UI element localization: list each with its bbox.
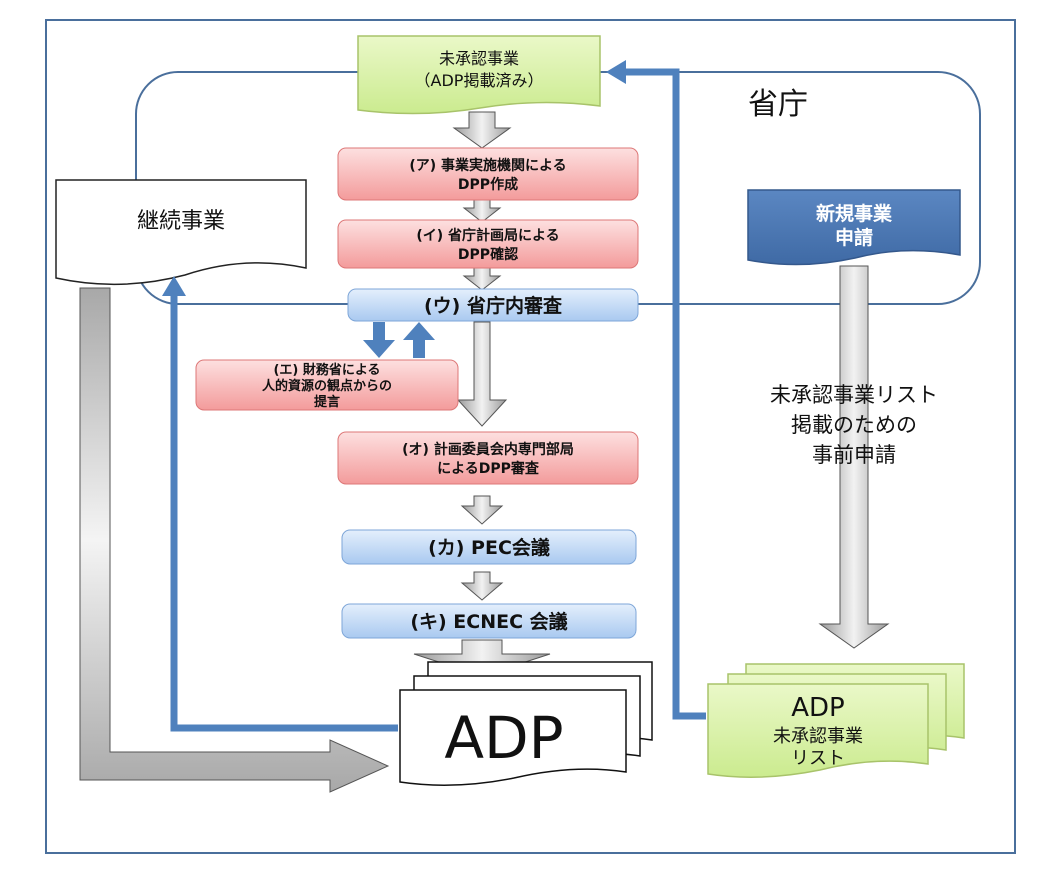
step-i-box	[337, 219, 639, 269]
step-u-line1: (ウ) 省庁内審査	[424, 294, 563, 317]
adp-doc-front	[399, 689, 627, 786]
arrow-list-to-unapproved-head	[606, 60, 626, 84]
step-e-line2: 人的資源の観点からの	[262, 378, 392, 394]
step-o-line1: (オ) 計画委員会内専門部局	[402, 441, 574, 458]
arrow-adp-to-continuing	[170, 294, 398, 732]
arrow-u-to-o	[456, 321, 508, 427]
arrow-top-to-a	[452, 111, 512, 149]
unapproved-top-line1: 未承認事業	[439, 49, 519, 68]
adp-list-line1: ADP	[791, 693, 845, 723]
step-e-line3: 提言	[314, 394, 340, 410]
continuing-document	[55, 179, 307, 286]
arrow-new-to-list	[818, 265, 890, 649]
continuing-label: 継続事業	[137, 209, 225, 234]
step-ka-line1: (カ) PEC会議	[428, 536, 550, 559]
arrow-ka-to-ki	[460, 571, 504, 601]
unapproved-top-document	[357, 35, 601, 115]
step-a-line1: (ア) 事業実施機関による	[409, 157, 566, 174]
step-u-box	[347, 288, 639, 322]
step-o-line2: によるDPP審査	[437, 460, 540, 477]
step-ka-box	[341, 529, 637, 565]
pre-application-line1: 未承認事業リスト	[770, 383, 938, 407]
step-a-line2: DPP作成	[458, 176, 518, 193]
pre-application-line2: 掲載のための	[791, 413, 917, 437]
step-i-line1: (イ) 省庁計画局による	[416, 227, 559, 244]
adp-list-doc-front	[707, 683, 929, 778]
arrow-continuing-to-adp	[79, 287, 390, 793]
new-project-document	[747, 189, 961, 266]
adp-list-line2: 未承認事業	[773, 726, 863, 747]
arrow-list-to-unapproved	[624, 68, 706, 720]
step-i-line2: DPP確認	[458, 246, 518, 263]
arrow-adp-to-continuing-head	[162, 276, 186, 296]
new-project-line1: 新規事業	[816, 202, 893, 225]
arrow-e-to-u	[403, 322, 435, 358]
unapproved-top-line2: （ADP掲載済み）	[415, 71, 544, 90]
adp-list-line3: リスト	[791, 748, 845, 769]
adp-label: ADP	[444, 704, 563, 772]
pre-application-line3: 事前申請	[812, 443, 896, 467]
step-a-box	[337, 147, 639, 201]
step-ki-box	[341, 603, 637, 639]
ministry-label: 省庁	[748, 87, 808, 122]
arrow-u-to-e	[363, 322, 395, 358]
step-e-box	[195, 359, 459, 411]
step-e-line1: (エ) 財務省による	[273, 362, 380, 378]
arrow-o-to-ka	[460, 495, 504, 525]
step-o-box	[337, 431, 639, 485]
new-project-line2: 申請	[835, 226, 873, 249]
step-ki-line1: (キ) ECNEC 会議	[410, 610, 567, 633]
